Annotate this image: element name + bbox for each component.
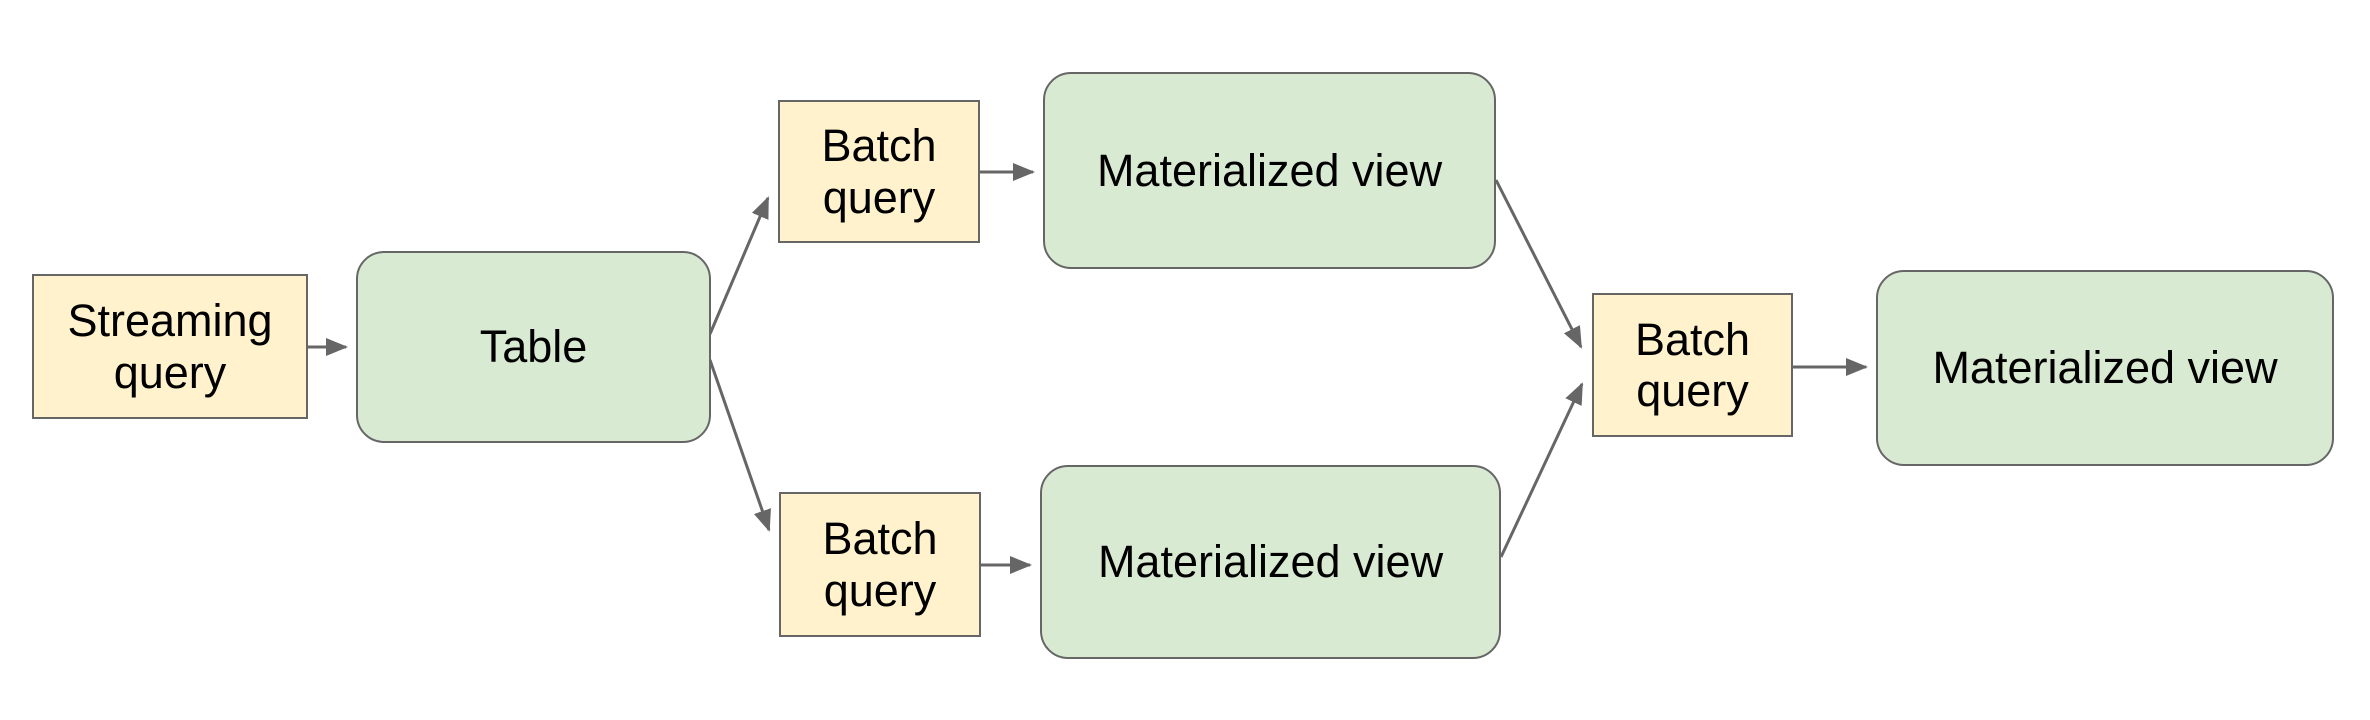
node-materialized-view-bottom-label: Materialized view xyxy=(1097,536,1444,588)
node-materialized-view-top-label: Materialized view xyxy=(1096,144,1443,196)
arrow-table-to-batch-query-bottom xyxy=(708,359,771,532)
node-streaming-query-label: Streaming query xyxy=(67,295,273,398)
arrow-materialized-view-bottom-to-batch-query-final xyxy=(1499,382,1584,558)
node-materialized-view-top: Materialized view xyxy=(1043,72,1496,269)
node-batch-query-bottom: Batch query xyxy=(779,492,981,637)
node-batch-query-bottom-label: Batch query xyxy=(822,513,938,616)
arrow-materialized-view-top-to-batch-query-final xyxy=(1494,179,1583,349)
node-materialized-view-final-label: Materialized view xyxy=(1932,342,2278,394)
node-table: Table xyxy=(356,251,711,443)
node-batch-query-final: Batch query xyxy=(1592,293,1793,437)
node-materialized-view-final: Materialized view xyxy=(1876,270,2334,466)
arrow-table-to-batch-query-top xyxy=(708,196,770,335)
node-batch-query-top: Batch query xyxy=(778,100,980,243)
node-table-label: Table xyxy=(479,321,588,373)
node-batch-query-top-label: Batch query xyxy=(821,120,937,223)
node-streaming-query: Streaming query xyxy=(32,274,308,419)
node-materialized-view-bottom: Materialized view xyxy=(1040,465,1501,659)
node-batch-query-final-label: Batch query xyxy=(1634,313,1751,416)
